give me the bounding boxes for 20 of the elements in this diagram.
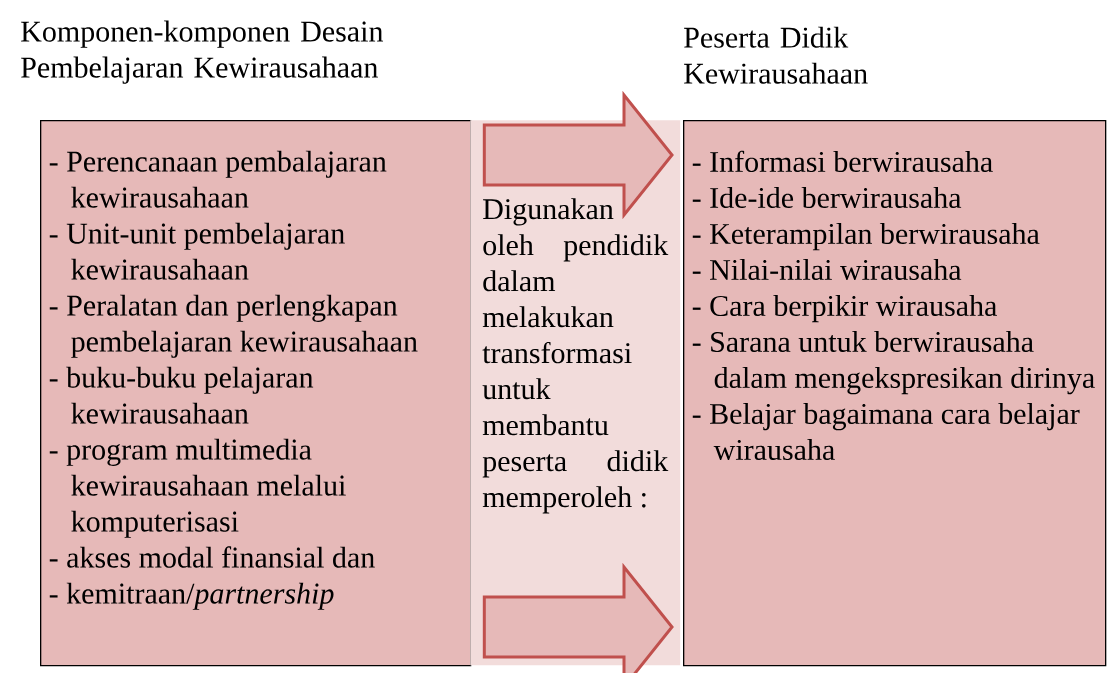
node-label: - Cara berpikir wirausaha: [692, 294, 997, 323]
node-label: - Belajar bagaimana cara belajar wirausaha: [692, 402, 1080, 461]
list-box: - Informasi berwirausaha - Ide-ide berwirausaha - Keterampilan berwirausaha - Nilai-nilai wirausaha - Cara berpikir wirausaha - Sarana untuk berwirausaha dalam mengekspresikan dirinya - Belajar bagaimana cara belajar wirausaha: [683, 120, 1107, 667]
block-arrow: [482, 562, 674, 673]
node-label: - Perencanaan pembalajaran kewirausahaan: [49, 150, 387, 208]
node-label: - kemitraan/partnership: [49, 582, 334, 610]
list-box: - Perencanaan pembalajaran kewirausahaan - Unit-unit pembelajaran kewirausahaan - Peralatan dan perlengkapan pembelajaran kewirausahaan - buku-buku pelajaran kewirausahaan - program multimedia kewirausahaan melalui komputerisasi - akses modal finansial dan - kemitraan/partnership: [40, 120, 472, 667]
block-arrow: [482, 90, 674, 220]
node-label: - Peralatan dan perlengkapan pembelajaran kewirausahaan: [49, 294, 418, 358]
node-label: - Keterampilan berwirausaha: [692, 222, 1040, 251]
node-label: - Sarana untuk berwirausaha dalam mengekspresikan dirinya: [692, 330, 1095, 395]
node-label: - buku-buku pelajaran kewirausahaan: [49, 366, 314, 424]
heading: Komponen-komponen Desain Pembelajaran Kewirausahaan: [21, 20, 384, 84]
node-label: - program multimedia kewirausahaan melalui komputerisasi: [49, 438, 346, 538]
heading: Peserta Didik Kewirausahaan: [684, 26, 868, 84]
node-label: - akses modal finansial dan: [49, 546, 375, 568]
node-label: - Unit-unit pembelajaran kewirausahaan: [49, 222, 345, 280]
node-label: - Ide-ide berwirausaha: [692, 186, 962, 209]
node-label: - Informasi berwirausaha: [692, 150, 993, 173]
node-label: - Nilai-nilai wirausaha: [692, 258, 962, 281]
